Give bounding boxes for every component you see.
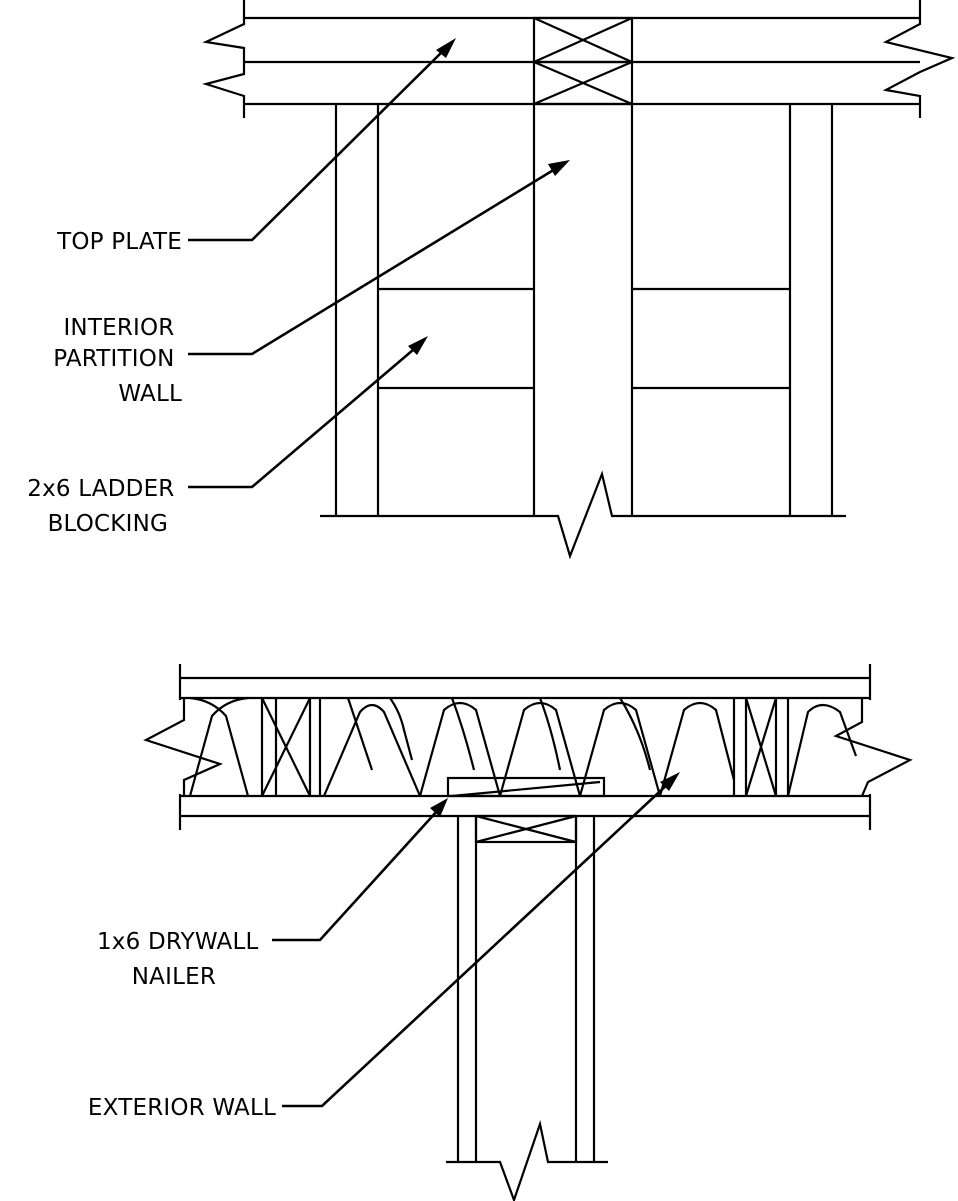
exterior-wall-faces (143, 664, 913, 830)
insulation-pattern (188, 696, 858, 797)
partition-wall-leader (188, 160, 570, 356)
interior-wall-section (446, 814, 608, 1201)
interior-partition-wall-label: INTERIOR PARTITION WALL (53, 315, 182, 407)
exterior-wall-leader (282, 772, 680, 1108)
top-plate-drawing (202, 0, 956, 118)
top-plate-label: TOP PLATE (56, 229, 182, 255)
drywall-nailer-leader (272, 798, 448, 942)
top-detail-break-line (320, 470, 846, 560)
ladder-blocking-leader (188, 336, 428, 489)
ladder-blocking-drawing (378, 287, 790, 390)
top-detail: TOP PLATE INTERIOR PARTITION WALL 2x6 LA… (27, 0, 956, 560)
exterior-wall-label: EXTERIOR WALL (88, 1095, 276, 1121)
top-plate-leader (188, 38, 456, 242)
drywall-nailer-label: 1x6 DRYWALL NAILER (97, 929, 266, 990)
bottom-detail: 1x6 DRYWALL NAILER EXTERIOR WALL (88, 664, 913, 1201)
wall-studs (334, 104, 834, 516)
ladder-blocking-label: 2x6 LADDER BLOCKING (27, 476, 182, 537)
drywall-nailer-drawing (446, 776, 606, 798)
